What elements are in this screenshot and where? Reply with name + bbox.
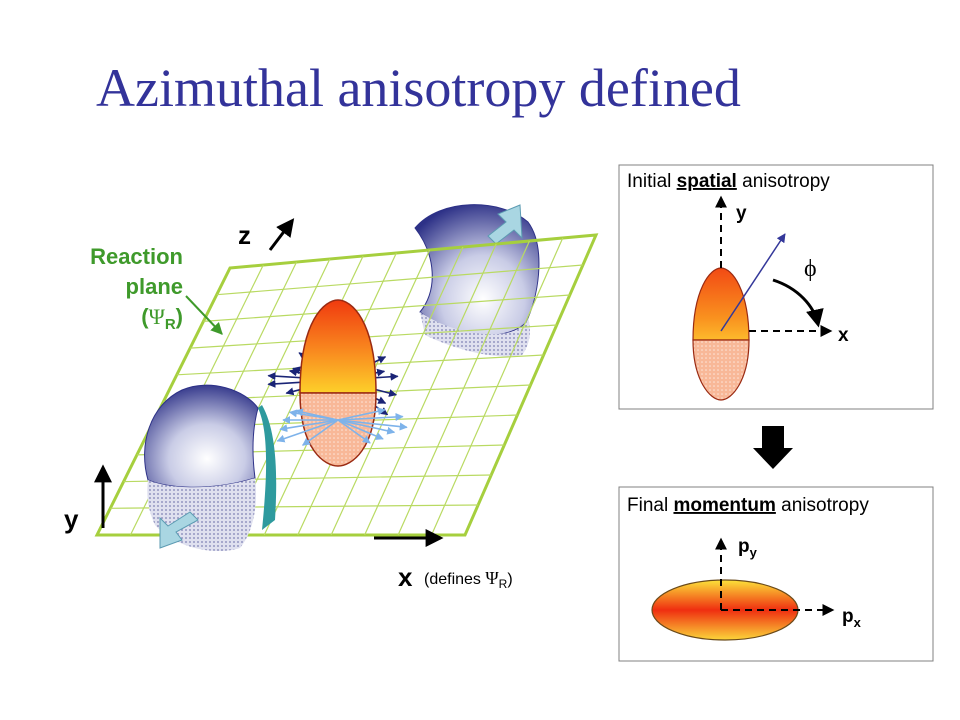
spatial-x-label: x <box>838 325 849 346</box>
flow-arrow-icon <box>337 419 371 444</box>
incoming-spectator-arrow-icon <box>159 511 199 549</box>
x-axis-label: x <box>398 562 413 592</box>
collision-diagram: z y x (defines ΨR) Reaction plane (ΨR) <box>64 204 599 592</box>
phi-label: ϕ <box>804 256 817 282</box>
flow-arrow-icon <box>294 408 339 421</box>
reaction-plane-line2: plane <box>126 274 183 299</box>
x-axis-note: (defines ΨR) <box>424 568 513 591</box>
flow-arrow-icon <box>337 407 386 421</box>
z-axis-arrow-icon <box>268 218 295 251</box>
momentum-py-label: py <box>738 536 758 560</box>
momentum-panel-title: Final momentum anisotropy <box>627 495 869 516</box>
spatial-ellipse-upper <box>692 267 750 341</box>
reaction-plane-line1: Reaction <box>90 244 183 269</box>
grid-line <box>190 324 557 349</box>
y-axis-label: y <box>64 504 79 534</box>
momentum-px-label: px <box>842 606 862 630</box>
front-nucleus <box>144 384 277 552</box>
fireball <box>267 299 408 467</box>
outgoing-spectator-arrow-icon <box>487 204 523 245</box>
reaction-plane-label: Reaction plane (ΨR) <box>90 244 183 333</box>
phi-angle-arc-icon <box>772 278 824 328</box>
grid-line <box>216 264 583 296</box>
reaction-plane-pointer-icon <box>185 295 223 335</box>
flow-arrow-icon <box>337 419 408 431</box>
spatial-y-label: y <box>736 203 747 224</box>
spatial-anisotropy-panel: Initial spatial anisotropy y x ϕ <box>618 164 934 410</box>
phi-direction-arrow-icon <box>720 233 786 332</box>
flow-arrow-icon <box>337 412 404 421</box>
flow-arrow-icon <box>279 419 339 433</box>
evolution-arrow-icon <box>753 426 793 469</box>
slide-title: Azimuthal anisotropy defined <box>96 58 741 118</box>
spatial-ellipse-lower <box>692 339 750 401</box>
grid-line <box>203 294 570 322</box>
momentum-anisotropy-panel: Final momentum anisotropy py px <box>618 486 934 662</box>
z-axis-label: z <box>238 220 251 250</box>
reaction-plane-psi: (ΨR) <box>141 304 183 333</box>
spatial-panel-title: Initial spatial anisotropy <box>627 171 830 192</box>
flow-arrow-icon <box>301 419 339 446</box>
flow-arrow-icon <box>337 419 384 440</box>
flow-arrow-icon <box>337 419 396 435</box>
flow-arrow-icon <box>276 419 339 443</box>
